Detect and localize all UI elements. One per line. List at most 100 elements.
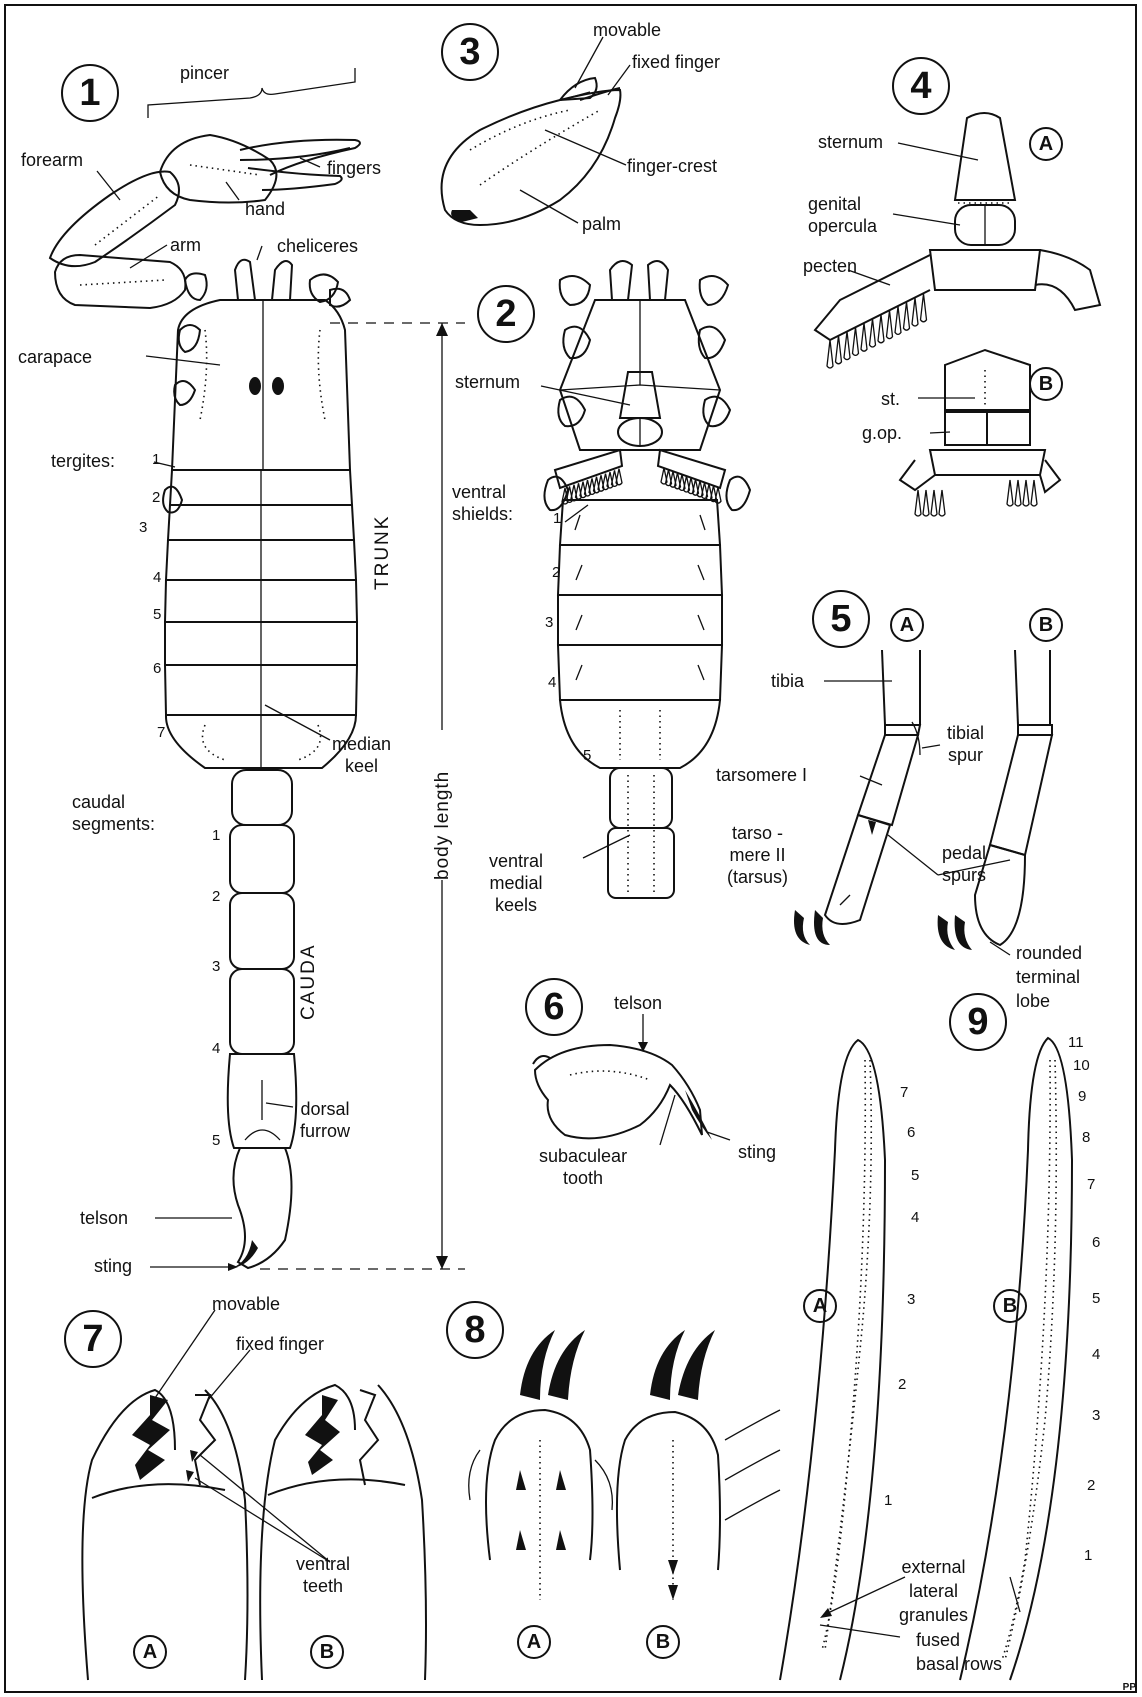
label-tarsomere-2-line3: (tarsus)	[727, 867, 788, 887]
granule-b-10: 10	[1073, 1058, 1090, 1074]
label-dorsal-furrow: dorsal furrow	[300, 1098, 350, 1142]
panel-9b-letter: B	[993, 1289, 1027, 1323]
panel-7a-letter: A	[133, 1635, 167, 1669]
caudal-number-3: 3	[212, 959, 220, 975]
fig9b-finger	[960, 1038, 1072, 1680]
fig9a-finger	[780, 1040, 885, 1680]
tergite-number-2: 2	[152, 490, 160, 506]
label-pedal-spurs-line1: pedal	[942, 843, 986, 863]
pecten-tooth	[1007, 480, 1013, 506]
pecten-tooth	[827, 340, 833, 368]
arm-segment	[55, 255, 185, 308]
label-pincer: pincer	[180, 63, 229, 83]
label-caudal-segments-line1: caudal	[72, 792, 125, 812]
shield-number-1: 1	[553, 511, 561, 527]
shield-number-3: 3	[545, 615, 553, 631]
fig2-ventral-scorpion	[544, 261, 750, 898]
pecten-tooth	[923, 490, 929, 516]
label-median-keel-line1: median	[332, 734, 391, 754]
label-fixed-finger-fig3: fixed finger	[632, 52, 720, 72]
label-forearm: forearm	[21, 150, 83, 170]
granule-a-5: 5	[911, 1168, 919, 1184]
label-tarsomere-2: tarso - mere II (tarsus)	[727, 822, 788, 888]
label-carapace: carapace	[18, 347, 92, 367]
ventral-shield-4	[558, 645, 722, 700]
figure-number-1: 1	[61, 64, 119, 122]
caudal-number-4: 4	[212, 1041, 220, 1057]
granule-b-11: 11	[1068, 1035, 1084, 1051]
label-ventral-teeth-line2: teeth	[303, 1576, 343, 1596]
pecten-tooth	[895, 306, 901, 334]
label-rtl-line1: rounded	[1016, 943, 1082, 963]
figure-number-6: 6	[525, 978, 583, 1036]
label-ventral-teeth-line1: ventral	[296, 1554, 350, 1574]
label-elg-line1: external	[902, 1557, 966, 1577]
label-st: st.	[881, 389, 900, 409]
panel-4a-letter: A	[1029, 127, 1063, 161]
tergite-number-7: 7	[157, 725, 165, 741]
label-telson-fig1: telson	[80, 1208, 128, 1228]
caudal-segment-4	[230, 969, 294, 1054]
caudal-number-2: 2	[212, 889, 220, 905]
granule-b-8: 8	[1082, 1130, 1090, 1146]
fig3-leader-lines	[520, 37, 630, 223]
label-caudal-segments-line2: segments:	[72, 814, 155, 834]
panel-5a-letter: A	[890, 608, 924, 642]
pecten-tooth	[878, 315, 884, 343]
figure-number-4: 4	[892, 57, 950, 115]
pecten-tooth	[1023, 480, 1029, 506]
label-sting-fig1: sting	[94, 1256, 132, 1276]
label-rtl-line3: lobe	[1016, 991, 1050, 1011]
label-pedal-spurs-line2: spurs	[942, 865, 986, 885]
label-finger-crest: finger-crest	[627, 156, 717, 176]
label-dorsal-furrow-line1: dorsal	[300, 1099, 349, 1119]
chelicera-right	[272, 261, 292, 300]
label-subaculear-line1: subaculear	[539, 1146, 627, 1166]
label-movable-fig7: movable	[212, 1294, 280, 1314]
telson-fig1	[233, 1148, 291, 1268]
pecten-tooth	[844, 332, 850, 360]
pecten-tooth	[887, 311, 893, 339]
tergite-number-5: 5	[153, 607, 161, 623]
chela-7b-outer	[260, 1385, 355, 1680]
ventral-shield-3	[558, 595, 722, 645]
label-dorsal-furrow-line2: furrow	[300, 1121, 350, 1141]
label-fingers: fingers	[327, 158, 381, 178]
label-ventral-shields-line2: shields:	[452, 504, 513, 524]
label-ventral-shields-line1: ventral	[452, 482, 506, 502]
label-rounded-terminal-lobe: rounded terminal lobe	[1016, 941, 1082, 1013]
granule-b-7: 7	[1087, 1177, 1095, 1193]
label-tarsomere-2-line1: tarso -	[732, 823, 783, 843]
panel-8b-letter: B	[646, 1625, 680, 1659]
label-median-keel: median keel	[332, 733, 391, 777]
label-ventral-shields: ventral shields:	[452, 481, 513, 525]
panel-8a-letter: A	[517, 1625, 551, 1659]
label-g-op: g.op.	[862, 423, 902, 443]
label-hand: hand	[245, 199, 285, 219]
label-genital-opercula-line1: genital	[808, 194, 861, 214]
label-external-lateral-granules: external lateral granules	[899, 1555, 968, 1627]
figure-number-5: 5	[812, 590, 870, 648]
fig5a-leg	[794, 650, 920, 945]
label-cheliceres: cheliceres	[277, 236, 358, 256]
label-fixed-finger-fig7: fixed finger	[236, 1334, 324, 1354]
label-body-length: body length	[432, 771, 454, 880]
label-tibial-spur: tibial spur	[947, 722, 984, 766]
granule-b-5: 5	[1092, 1291, 1100, 1307]
palm-shape	[442, 90, 621, 225]
artist-initials: PP	[1123, 1682, 1136, 1693]
pecten-tooth	[931, 490, 937, 516]
sternum-fig4b	[945, 350, 1030, 410]
pecten-tooth	[904, 302, 910, 330]
telson-bulb	[535, 1045, 702, 1138]
granule-a-4: 4	[911, 1210, 919, 1226]
label-tergites: tergites:	[51, 451, 115, 471]
label-fbr-line1: fused	[916, 1630, 960, 1650]
label-sternum-fig2: sternum	[455, 372, 520, 392]
fig4-leader-lines	[848, 143, 978, 433]
label-elg-line3: granules	[899, 1605, 968, 1625]
fig8b-tarsus	[617, 1330, 780, 1600]
pecten-tooth	[939, 490, 945, 516]
tergite-number-3: 3	[139, 520, 147, 536]
